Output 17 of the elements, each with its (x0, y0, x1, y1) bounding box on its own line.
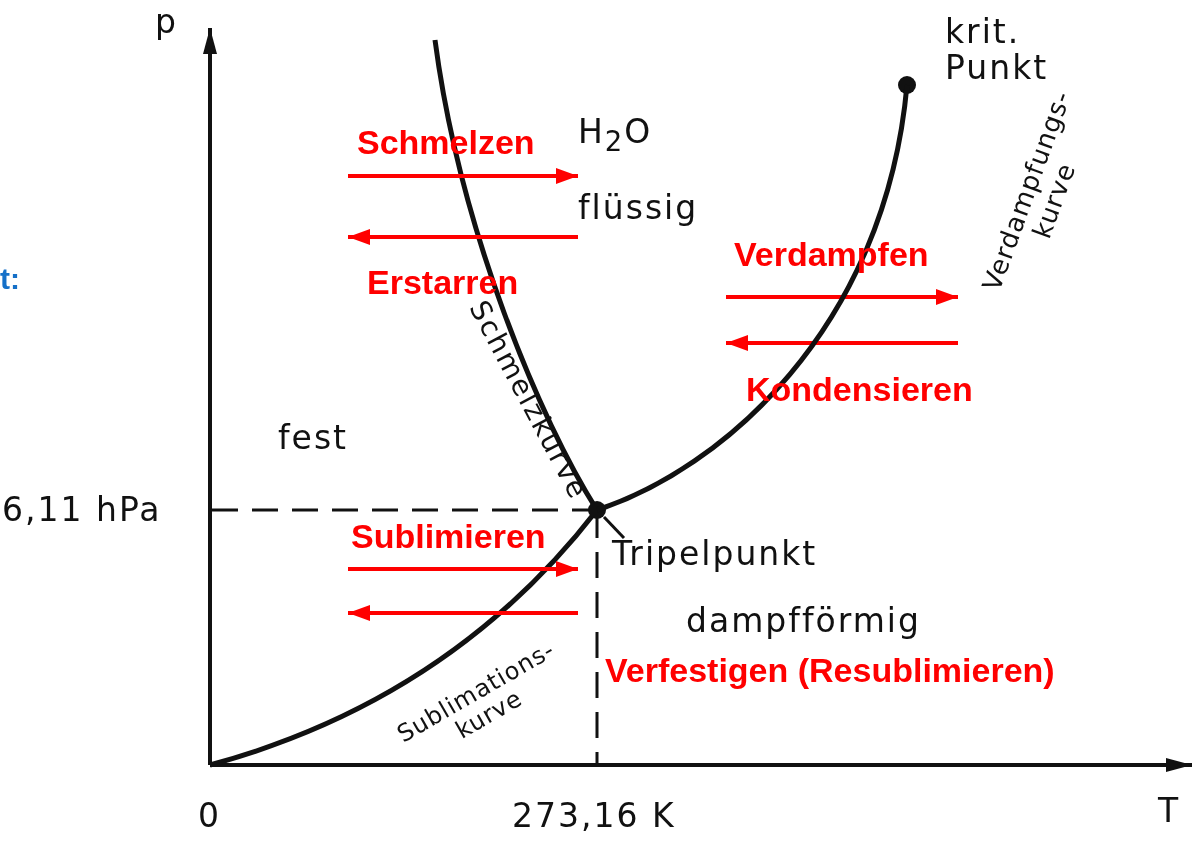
process-label: Verfestigen (Resublimieren) (605, 652, 1055, 690)
point-label: Tripelpunkt (612, 536, 818, 573)
phase-label: fest (278, 420, 349, 457)
triple-point-dot (588, 501, 606, 519)
axis-label: T (1158, 793, 1181, 830)
axis-label: p (155, 4, 178, 41)
point-label: krit. Punkt (945, 14, 1049, 87)
process-label: Sublimieren (351, 518, 546, 556)
phase-label: dampfförmig (686, 603, 921, 640)
axis-value-label: 0 (198, 798, 221, 835)
leader-line (602, 515, 626, 540)
axis-value-label: 6,11 hPa (2, 492, 162, 529)
axis-value-label: 273,16 K (512, 798, 676, 835)
phase-label: flüssig (578, 190, 699, 227)
critical-point-dot (898, 76, 916, 94)
cut-off-text: t: (0, 262, 20, 295)
substance-label: H$_{2}$O (578, 114, 653, 156)
